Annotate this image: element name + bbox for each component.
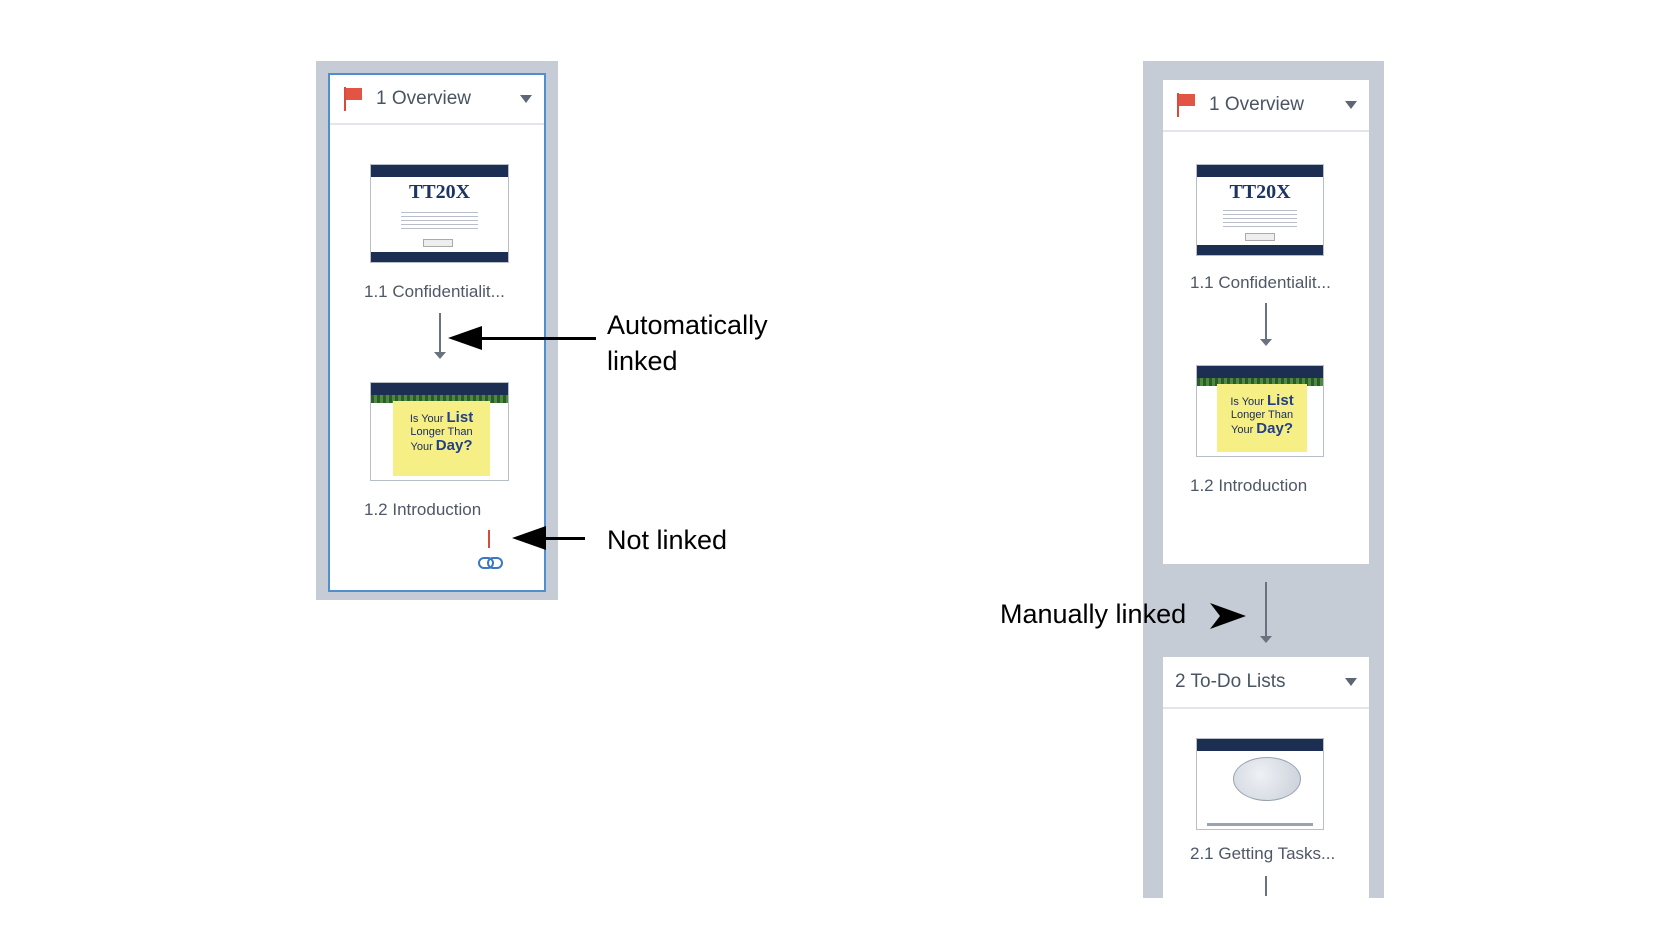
arrow-down-icon [1260, 339, 1272, 346]
slide-label: 1.2 Introduction [1190, 476, 1308, 495]
dropdown-caret-icon[interactable] [1345, 101, 1357, 109]
slide-label: 1.1 Confidentialit... [1190, 273, 1331, 292]
annotation-manually-linked: Manually linked [1000, 599, 1187, 629]
slide-thumbnail-introduction[interactable]: Is Your List Longer Than Your Day? [1196, 365, 1324, 457]
dropdown-caret-icon[interactable] [520, 95, 532, 103]
scene-title: 1 Overview [376, 88, 472, 109]
annotation-arrow-line [482, 337, 596, 340]
unlinked-connector-stub [488, 530, 490, 548]
thumb-logo-text: TT20X [408, 181, 471, 203]
sticky-note: Is Your List Longer Than Your Day? [1217, 384, 1307, 452]
scene-title: 2 To-Do Lists [1175, 671, 1286, 692]
arrow-down-icon [434, 352, 446, 359]
connector-stub [1265, 876, 1267, 896]
annotation-not-linked: Not linked [607, 525, 728, 555]
slide-label: 2.1 Getting Tasks... [1190, 844, 1336, 863]
slide-label: 1.1 Confidentialit... [364, 282, 505, 301]
link-icon[interactable] [478, 556, 503, 569]
annotation-arrowhead [448, 326, 482, 350]
scene-title: 1 Overview [1209, 94, 1305, 115]
arrow-down-icon [1260, 636, 1272, 643]
dropdown-caret-icon[interactable] [1345, 678, 1357, 686]
scene-header-overview[interactable]: 1 Overview [1163, 80, 1369, 132]
scene-header-overview[interactable]: 1 Overview [330, 75, 544, 125]
thumb-logo-text: TT20X [1229, 181, 1291, 203]
slide-thumbnail-confidentiality[interactable]: TT20X [370, 164, 509, 263]
annotation-arrowhead [1210, 603, 1246, 629]
annotation-arrowhead [512, 526, 546, 550]
auto-link-connector [439, 313, 441, 355]
slide-label: 1.2 Introduction [364, 500, 482, 519]
left-scene-card: 1 Overview [328, 73, 546, 592]
brain-image [1233, 757, 1301, 801]
slide-thumbnail-introduction[interactable]: Is Your List Longer Than Your Day? [370, 382, 509, 481]
slide-thumbnail-confidentiality[interactable]: TT20X [1196, 164, 1324, 256]
auto-link-connector [1265, 303, 1267, 343]
annotation-arrow-line [545, 537, 585, 540]
manual-link-connector [1265, 582, 1267, 639]
sticky-note: Is Your List Longer Than Your Day? [393, 401, 490, 476]
slide-thumbnail-getting-tasks[interactable] [1196, 738, 1324, 830]
flag-icon [342, 87, 364, 111]
flag-icon [1175, 93, 1197, 117]
scene-header-todo[interactable]: 2 To-Do Lists [1163, 657, 1369, 709]
